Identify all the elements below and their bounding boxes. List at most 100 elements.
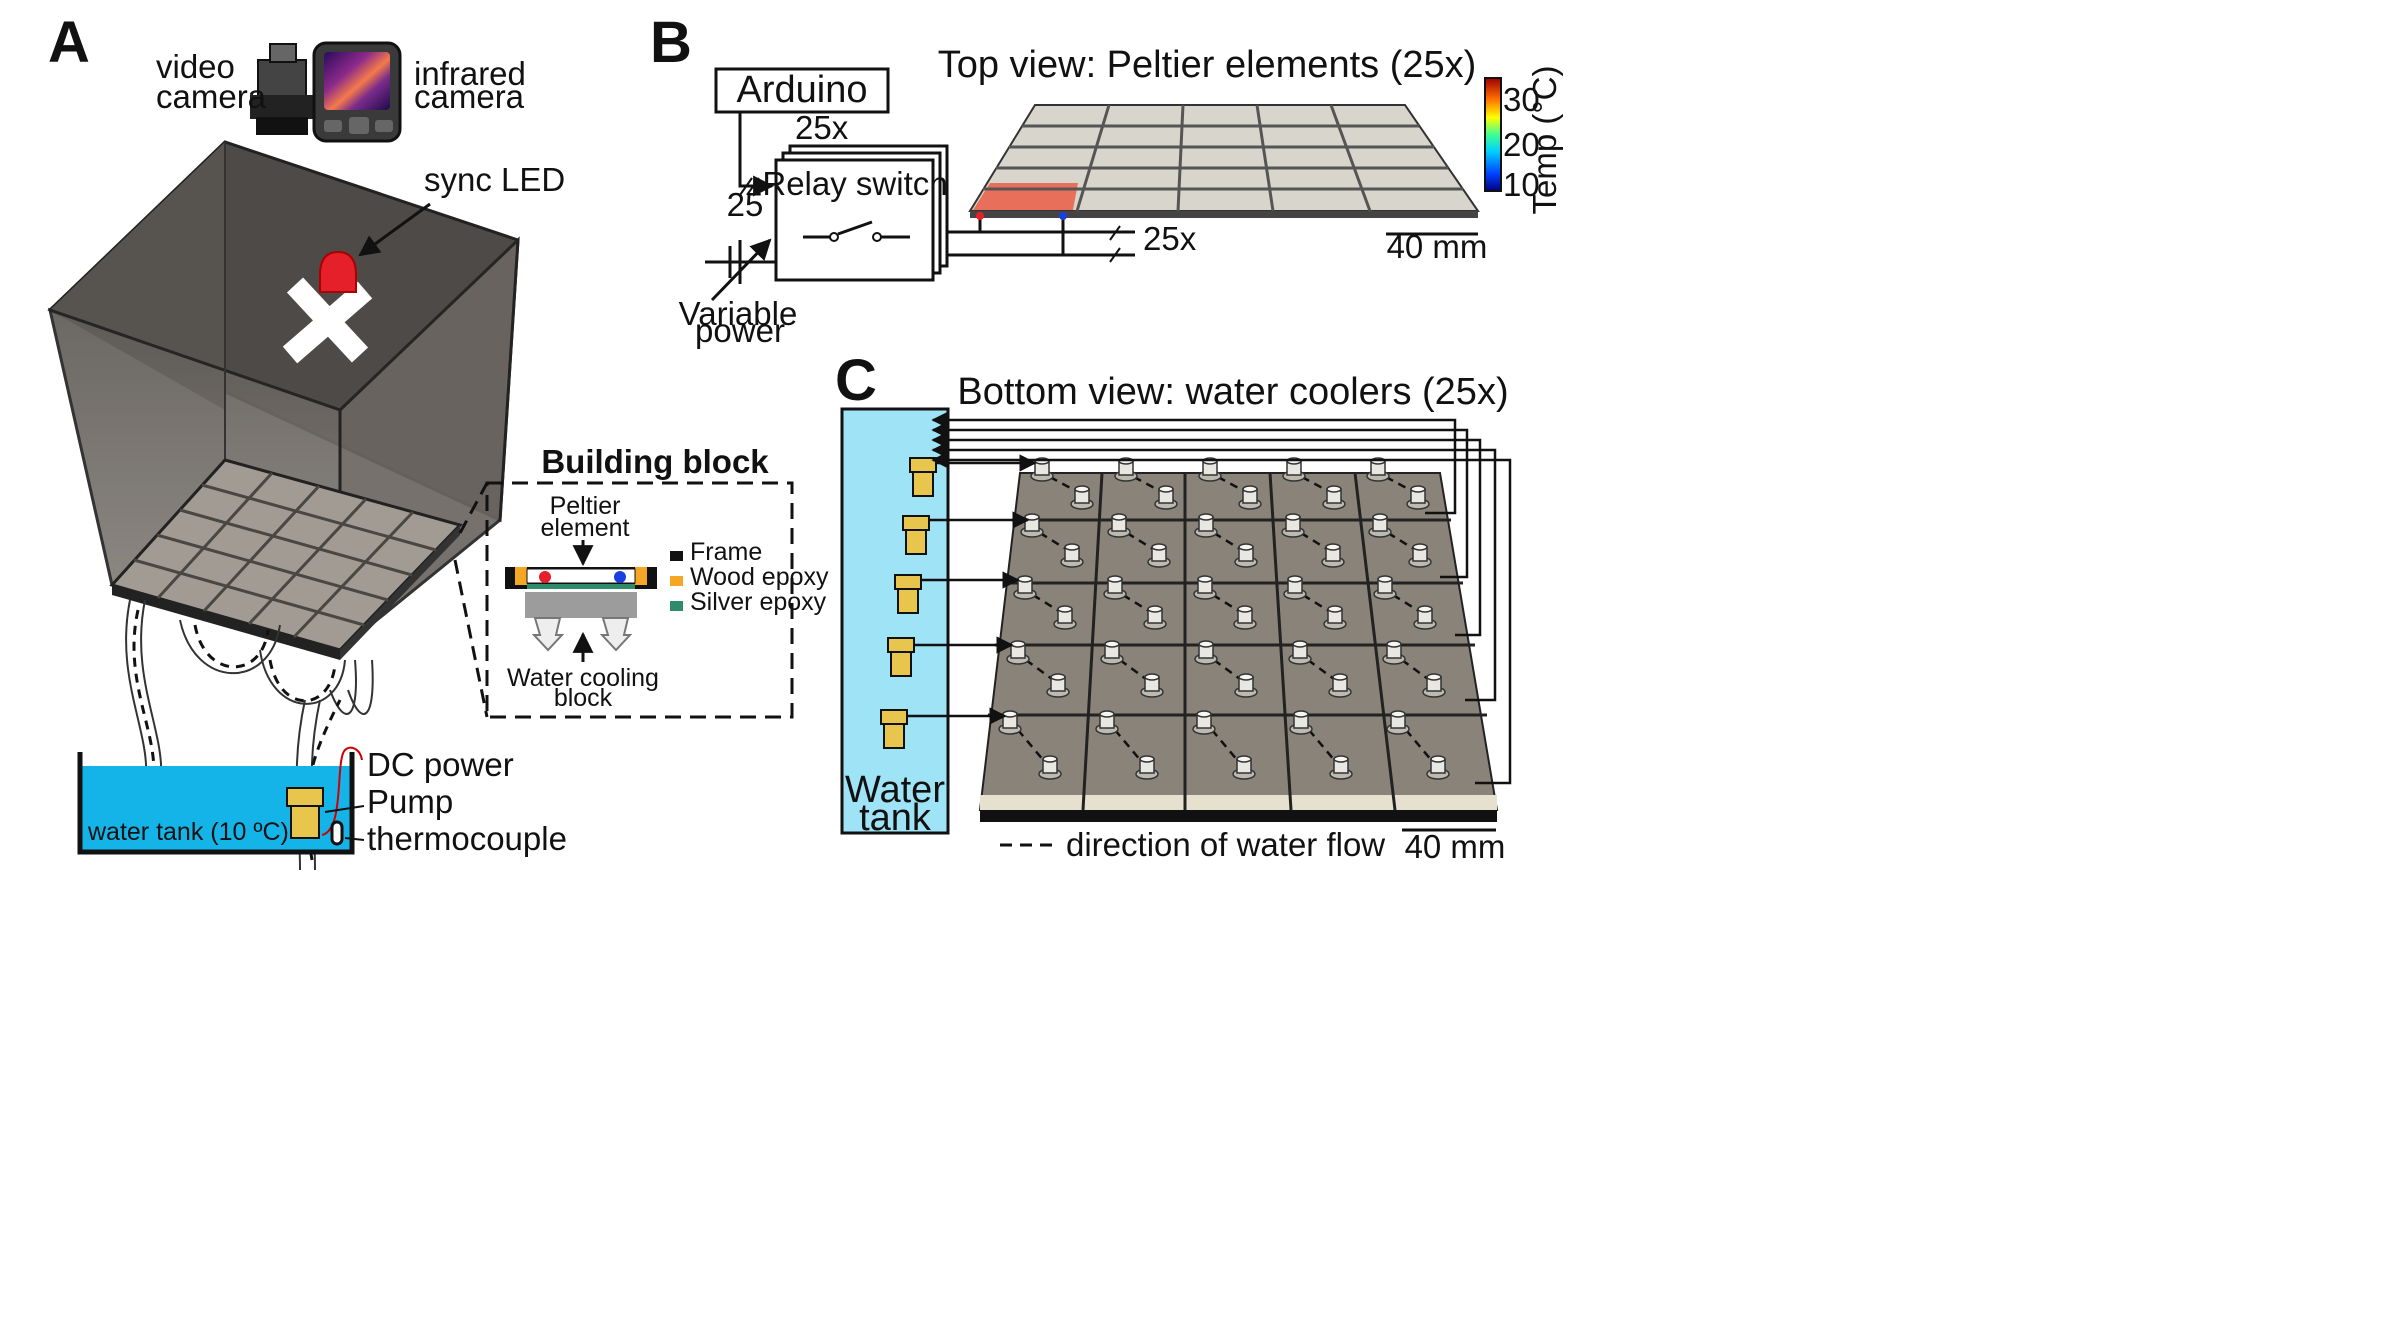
cooler-inlet-fitting — [1198, 457, 1222, 482]
cooling-block-label-1: Water cooling — [507, 664, 659, 692]
peltier-label-2: element — [541, 514, 630, 542]
cooler-outlet-fitting — [1406, 485, 1430, 510]
water-tank-c-label-1: Water — [845, 769, 945, 811]
colorbar-tick-10: 10 — [1503, 166, 1540, 203]
cooler-outlet-fitting — [1422, 673, 1446, 698]
legend-wood-epoxy: Wood epoxy — [690, 563, 829, 591]
cooler-inlet-fitting — [1107, 513, 1131, 538]
output-count-label: 25x — [1143, 220, 1197, 257]
pump-icon-c-3 — [894, 574, 922, 614]
panel-b: B Arduino 25x Relay switch — [650, 10, 1563, 349]
relay-switch-label: Relay switch — [762, 165, 947, 202]
flow-path — [1405, 729, 1433, 762]
cooler-inlet-fitting — [1288, 640, 1312, 665]
panel-letter-a: A — [48, 10, 90, 75]
cooler-outlet-fitting — [1140, 673, 1164, 698]
cooler-outlet-fitting — [1328, 673, 1352, 698]
variable-power-label-2: power — [695, 312, 785, 349]
water-tank-c-label-2: tank — [859, 797, 932, 839]
relay-stack — [774, 144, 949, 282]
flow-path — [1122, 593, 1150, 613]
water-tank-label: water tank (10 ºC) — [87, 818, 289, 846]
cooler-inlet-fitting — [1100, 640, 1124, 665]
infrared-camera-label-2: camera — [414, 78, 525, 115]
cooler-outlet-fitting — [1329, 755, 1353, 780]
arduino-label: Arduino — [737, 69, 868, 111]
dc-power-wire — [321, 746, 363, 836]
top-view-plate — [968, 104, 1480, 220]
sync-led-arrow — [358, 202, 431, 257]
flow-path — [1049, 475, 1077, 493]
flow-path — [1133, 475, 1161, 493]
bus-count-label: 25 — [727, 186, 764, 223]
top-view-title: Top view: Peltier elements (25x) — [938, 44, 1477, 86]
flow-path — [1211, 729, 1239, 762]
cooler-inlet-fitting — [1368, 513, 1392, 538]
cooler-outlet-fitting — [1232, 755, 1256, 780]
pump-icon-c-2 — [902, 515, 930, 555]
building-block-title: Building block — [541, 443, 769, 480]
flow-path — [1114, 729, 1142, 762]
cooler-outlet-fitting — [1053, 605, 1077, 630]
panel-c: C Bottom view: water coolers (25x) Water… — [835, 348, 1512, 865]
peltier-label-1: Peltier — [550, 492, 621, 520]
arena-box — [47, 140, 520, 654]
cooler-outlet-fitting — [1234, 543, 1258, 568]
flow-path — [1119, 658, 1147, 681]
cooler-inlet-fitting — [1289, 710, 1313, 735]
cooler-outlet-fitting — [1154, 485, 1178, 510]
cooler-outlet-fitting — [1413, 605, 1437, 630]
relay-count-label: 25x — [795, 109, 849, 146]
cooler-inlet-fitting — [1114, 457, 1138, 482]
cooler-inlet-fitting — [1030, 457, 1054, 482]
cooler-outlet-fitting — [1038, 755, 1062, 780]
colorbar — [1484, 77, 1502, 192]
pump-icon — [286, 787, 324, 839]
cooler-outlet-fitting — [1143, 605, 1167, 630]
flow-legend-label: direction of water flow — [1066, 826, 1385, 863]
control-wiring — [705, 90, 1135, 302]
pump-icon-c-4 — [887, 637, 915, 677]
cooler-outlet-fitting — [1234, 673, 1258, 698]
panel-letter-c: C — [835, 348, 877, 413]
panel-letter-b: B — [650, 10, 692, 75]
cooler-inlet-fitting — [1095, 710, 1119, 735]
legend-frame: Frame — [690, 538, 762, 566]
cooler-inlet-fitting — [1282, 457, 1306, 482]
cooler-outlet-fitting — [1233, 605, 1257, 630]
cooler-outlet-fitting — [1408, 543, 1432, 568]
flow-path — [1126, 531, 1154, 551]
cooler-inlet-fitting — [1281, 513, 1305, 538]
cooler-outlet-fitting — [1046, 673, 1070, 698]
cooler-inlet-fitting — [998, 710, 1022, 735]
flow-path — [1025, 658, 1053, 681]
bottom-view-title: Bottom view: water coolers (25x) — [957, 371, 1508, 413]
flow-path — [1217, 475, 1245, 493]
thermocouple-label: thermocouple — [367, 820, 567, 857]
flow-path — [1213, 658, 1241, 681]
scale-label-c: 40 mm — [1405, 828, 1506, 865]
cooler-inlet-fitting — [1192, 710, 1216, 735]
supply-lines — [907, 454, 1037, 725]
flow-path — [1401, 658, 1429, 681]
video-camera-icon — [250, 43, 314, 135]
cooler-inlet-fitting — [1013, 575, 1037, 600]
flow-path — [1039, 531, 1067, 551]
peltier-floor — [109, 458, 463, 660]
flow-path — [1302, 593, 1330, 613]
legend-silver-epoxy: Silver epoxy — [690, 588, 827, 616]
thermocouple-icon — [330, 820, 344, 846]
cooler-inlet-fitting — [1194, 640, 1218, 665]
variable-power-label-1: Variable — [679, 295, 798, 332]
pump-leader — [324, 805, 365, 813]
pump-label: Pump — [367, 783, 453, 820]
flow-path — [1308, 729, 1336, 762]
cooler-outlet-fitting — [1321, 543, 1345, 568]
infrared-camera-label-1: infrared — [414, 55, 526, 92]
flow-path — [1032, 593, 1060, 613]
cooler-inlet-fitting — [1366, 457, 1390, 482]
dc-power-label: DC power — [367, 746, 514, 783]
pumps-c — [880, 457, 937, 749]
panel-a: A video camera infrared camera — [47, 10, 829, 871]
cooler-inlet-fitting — [1283, 575, 1307, 600]
